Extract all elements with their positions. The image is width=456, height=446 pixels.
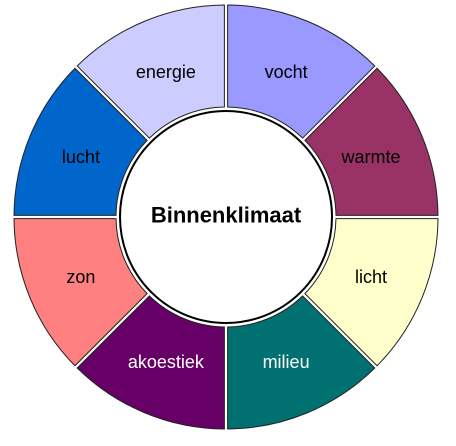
segment-licht bbox=[304, 218, 439, 367]
segment-label-vocht: vocht bbox=[265, 62, 308, 82]
center-title: Binnenklimaat bbox=[151, 203, 302, 228]
center-hub bbox=[119, 110, 333, 324]
segment-zon bbox=[13, 218, 148, 367]
segment-label-energie: energie bbox=[136, 62, 196, 82]
segment-warmte bbox=[304, 67, 439, 216]
segment-vocht bbox=[227, 4, 376, 139]
segment-milieu bbox=[227, 295, 376, 430]
segment-akoestiek bbox=[76, 295, 225, 430]
segment-lucht bbox=[13, 67, 148, 216]
segment-layer bbox=[13, 4, 439, 430]
segment-label-zon: zon bbox=[66, 267, 95, 287]
label-layer: vocht warmte licht milieu akoestiek zon lucht e… bbox=[62, 62, 401, 372]
segment-energie bbox=[76, 4, 225, 139]
segment-label-lucht: lucht bbox=[62, 147, 100, 167]
segment-label-milieu: milieu bbox=[263, 352, 310, 372]
segment-label-licht: licht bbox=[355, 267, 387, 287]
segment-label-akoestiek: akoestiek bbox=[128, 352, 205, 372]
segment-label-warmte: warmte bbox=[341, 147, 401, 167]
